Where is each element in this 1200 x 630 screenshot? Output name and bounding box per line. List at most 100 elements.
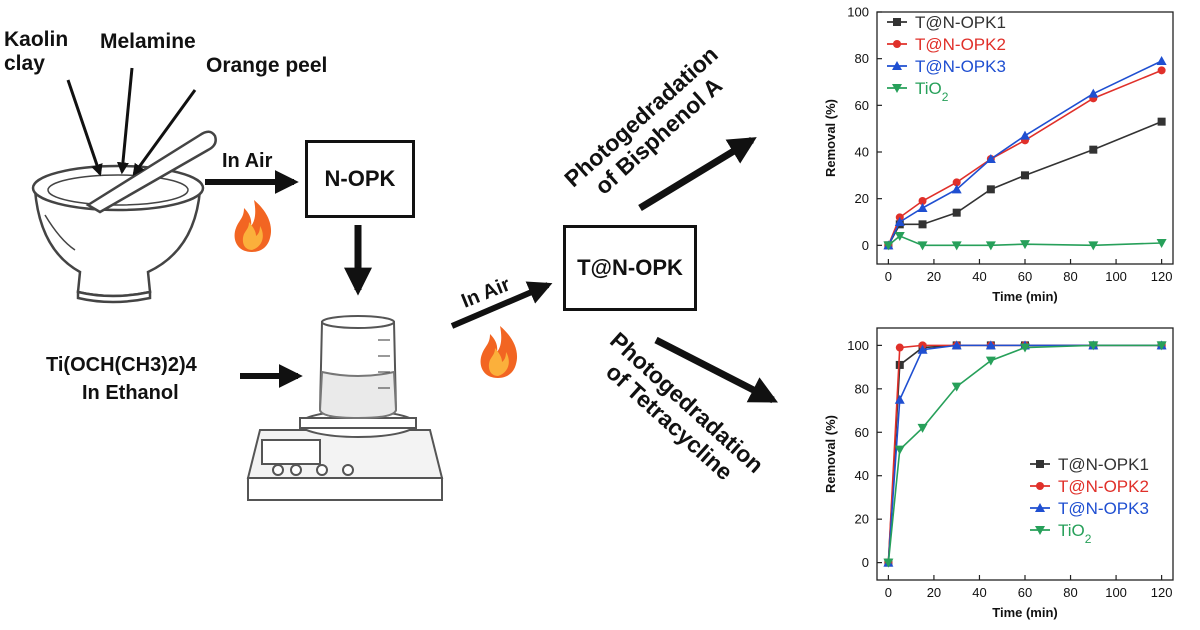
orange-peel-pointer bbox=[132, 89, 197, 176]
legend-label: T@N-OPK2 bbox=[915, 35, 1006, 54]
y-tick-label: 0 bbox=[862, 238, 869, 253]
hotplate-icon bbox=[246, 410, 444, 501]
data-point bbox=[986, 185, 995, 194]
series-tio2 bbox=[883, 341, 1167, 568]
data-point bbox=[1157, 66, 1166, 75]
x-tick-label: 120 bbox=[1151, 269, 1173, 284]
data-point bbox=[917, 203, 928, 212]
data-point bbox=[1088, 88, 1099, 98]
n-opk-box: N-OPK bbox=[305, 140, 415, 218]
x-tick-label: 40 bbox=[972, 269, 986, 284]
data-point bbox=[1020, 240, 1030, 250]
data-point bbox=[951, 241, 962, 251]
data-point bbox=[894, 232, 905, 241]
x-tick-label: 0 bbox=[885, 585, 892, 600]
y-tick-label: 80 bbox=[855, 381, 869, 396]
data-point bbox=[894, 445, 905, 455]
x-tick-label: 100 bbox=[1105, 269, 1127, 284]
data-point bbox=[917, 241, 928, 251]
melamine-pointer bbox=[116, 67, 134, 175]
legend-label: TiO2 bbox=[915, 79, 949, 104]
data-point bbox=[951, 382, 962, 392]
legend-label: TiO2 bbox=[1058, 521, 1092, 546]
kaolin-clay-label: Kaolin clay bbox=[4, 28, 69, 76]
data-point bbox=[951, 184, 962, 194]
data-point bbox=[1088, 241, 1099, 251]
x-tick-label: 100 bbox=[1105, 585, 1127, 600]
ti-precursor-line1: Ti(OCH(CH3)2)4 bbox=[46, 354, 197, 376]
series-line bbox=[887, 60, 1162, 246]
legend-label: T@N-OPK3 bbox=[915, 57, 1006, 76]
x-tick-label: 20 bbox=[927, 269, 941, 284]
series-t-n-opk3 bbox=[883, 56, 1167, 250]
data-point bbox=[918, 220, 927, 229]
legend-label: T@N-OPK3 bbox=[1058, 499, 1149, 518]
data-point bbox=[1156, 56, 1167, 65]
legend-marker bbox=[1035, 526, 1045, 535]
legend-label: T@N-OPK1 bbox=[1058, 455, 1149, 474]
y-tick-label: 60 bbox=[855, 98, 869, 113]
data-point bbox=[985, 154, 996, 163]
legend-label: T@N-OPK2 bbox=[1058, 477, 1149, 496]
data-point bbox=[985, 241, 996, 251]
legend-label: T@N-OPK1 bbox=[915, 13, 1006, 32]
data-point bbox=[1156, 239, 1167, 248]
kaolin-pointer bbox=[66, 79, 103, 177]
beaker-icon bbox=[318, 315, 398, 420]
orange-peel-label: Orange peel bbox=[206, 54, 328, 77]
legend-marker bbox=[893, 40, 901, 48]
data-point bbox=[1156, 341, 1167, 351]
y-tick-label: 80 bbox=[855, 51, 869, 66]
plot-frame bbox=[876, 327, 1174, 581]
arrow-to-tc-chart bbox=[654, 336, 778, 404]
y-tick-label: 60 bbox=[855, 425, 869, 440]
y-tick-label: 100 bbox=[847, 338, 869, 353]
x-axis-label: Time (min) bbox=[992, 289, 1058, 304]
x-tick-label: 20 bbox=[927, 585, 941, 600]
data-point bbox=[1157, 117, 1166, 126]
y-axis-label: Removal (%) bbox=[823, 99, 838, 177]
legend-marker bbox=[892, 61, 902, 70]
data-point bbox=[917, 423, 928, 433]
in-air-label-1: In Air bbox=[222, 150, 273, 172]
x-tick-label: 0 bbox=[885, 269, 892, 284]
y-tick-label: 100 bbox=[847, 5, 869, 20]
legend-marker bbox=[1036, 460, 1044, 468]
arrow-to-tnopk bbox=[450, 281, 553, 329]
data-point bbox=[985, 356, 996, 366]
series-tio2 bbox=[883, 232, 1167, 251]
flame-icon bbox=[480, 326, 518, 378]
data-point bbox=[895, 360, 904, 369]
legend-marker bbox=[892, 84, 902, 93]
melamine-label: Melamine bbox=[100, 30, 196, 53]
data-point bbox=[918, 197, 927, 205]
legend-marker bbox=[1036, 482, 1044, 490]
data-point bbox=[952, 208, 961, 217]
data-point bbox=[985, 340, 996, 350]
x-tick-label: 120 bbox=[1151, 585, 1173, 600]
mortar-pestle-icon bbox=[31, 130, 217, 304]
series-line bbox=[887, 235, 1162, 247]
data-point bbox=[917, 344, 928, 354]
data-point bbox=[1089, 145, 1098, 154]
arrow-to-bpa-chart bbox=[638, 137, 757, 211]
data-point bbox=[951, 340, 962, 350]
t-n-opk-box: T@N-OPK bbox=[563, 225, 697, 311]
data-point bbox=[894, 394, 905, 404]
y-tick-label: 20 bbox=[855, 191, 869, 206]
flame-icon bbox=[234, 200, 272, 252]
data-point bbox=[1021, 171, 1029, 180]
x-tick-label: 40 bbox=[972, 585, 986, 600]
x-tick-label: 60 bbox=[1018, 269, 1032, 284]
y-tick-label: 40 bbox=[855, 145, 869, 160]
x-tick-label: 60 bbox=[1018, 585, 1032, 600]
data-point bbox=[1088, 341, 1099, 351]
x-axis-label: Time (min) bbox=[992, 605, 1058, 620]
x-tick-label: 80 bbox=[1063, 269, 1077, 284]
